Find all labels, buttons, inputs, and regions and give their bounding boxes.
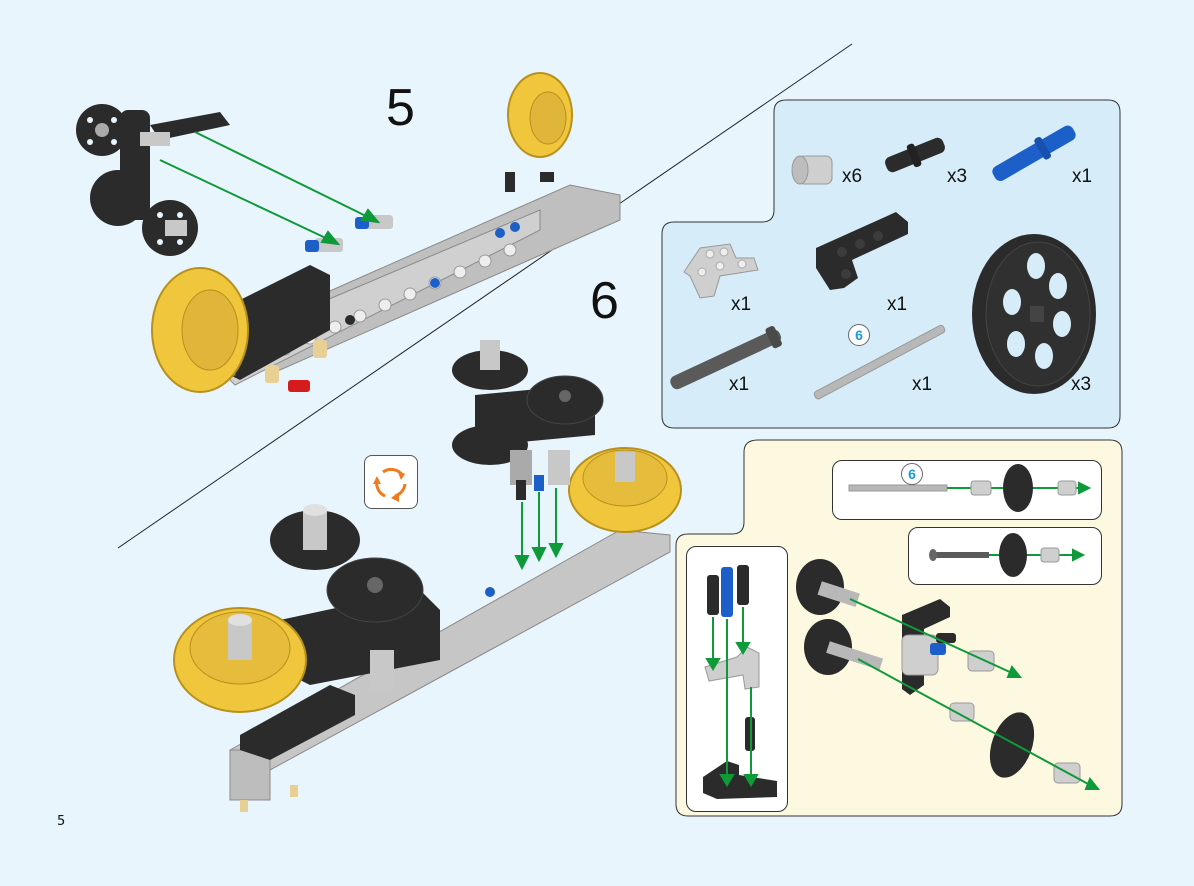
gray-beam-assembly (204, 172, 621, 392)
pulley-block-upper (452, 340, 604, 500)
step-6-illustration (173, 340, 682, 812)
part-quantity-l-beam: x1 (887, 294, 908, 315)
yellow-tire-right (568, 447, 682, 533)
yellow-tire-rear (507, 72, 573, 158)
yellow-tire-front (151, 267, 249, 393)
l-beam-part-icon (816, 212, 908, 290)
yellow-tire-left (173, 607, 307, 713)
gray-axle-part-icon (813, 324, 946, 400)
pulley-block-lower (270, 504, 440, 690)
callout-axle-length-badge: 6 (901, 463, 923, 485)
black-peg-part-icon (885, 137, 945, 173)
part-quantity-axle-with-stop: x1 (729, 374, 750, 395)
pulley-wheel-part-icon (972, 234, 1096, 394)
step-number-6: 6 (590, 272, 619, 330)
insert-arrows (514, 488, 564, 571)
axle-length-badge: 6 (848, 324, 870, 346)
t-beam-part-icon (683, 243, 759, 299)
rotate-model-icon (373, 467, 407, 502)
blue-peg-part-icon (992, 125, 1076, 181)
callout-axle-6-assembly (832, 460, 1102, 520)
part-quantity-t-beam: x1 (731, 294, 752, 315)
page-number: 5 (57, 814, 66, 829)
part-quantity-black-peg: x3 (947, 166, 968, 187)
part-quantity-pulley-wheel: x3 (1071, 374, 1092, 395)
step-5-illustration (76, 72, 621, 393)
part-quantity-bush: x6 (842, 166, 863, 187)
wheel-subassembly (76, 104, 230, 256)
assembly-arrows (159, 131, 381, 246)
part-quantity-gray-axle: x1 (912, 374, 933, 395)
bush-part-icon (791, 155, 833, 185)
callout-axle-with-stop-assembly (908, 527, 1102, 585)
rotate-model-indicator (364, 455, 418, 509)
axle-with-stop-part-icon (670, 326, 782, 390)
part-quantity-blue-peg: x1 (1072, 166, 1093, 187)
step-number-5: 5 (386, 79, 415, 137)
exploded-wheel-assembly (796, 559, 1101, 790)
callout-beam-pegs-assembly (686, 546, 788, 812)
